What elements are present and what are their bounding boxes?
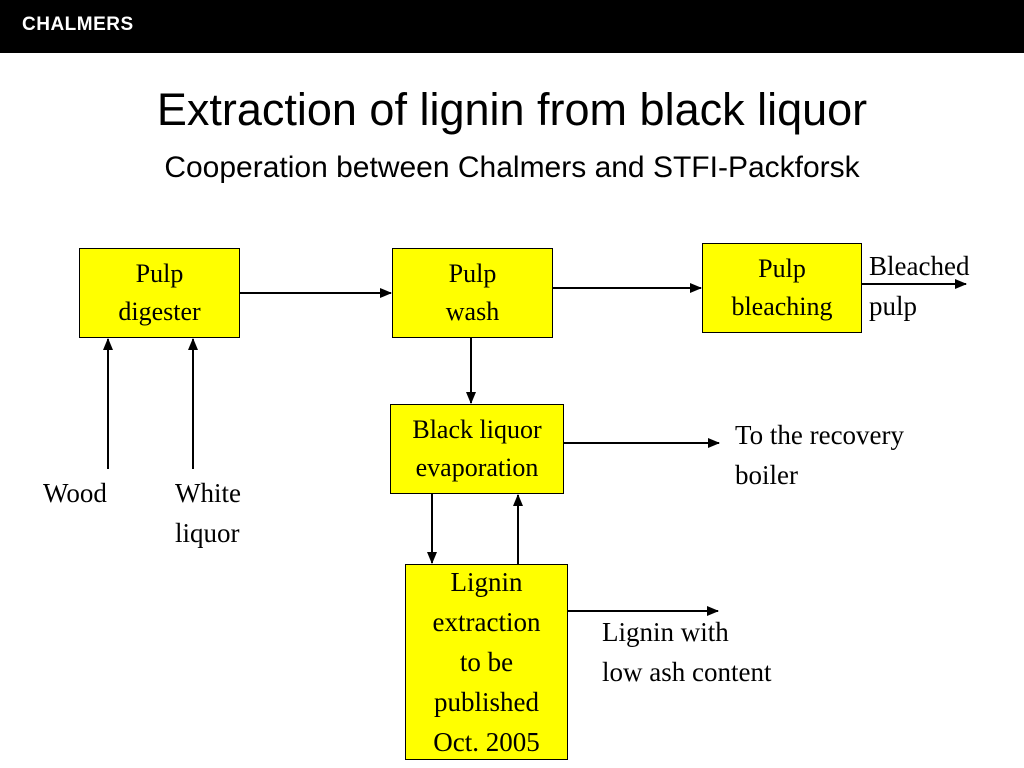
lignin-extraction-line-5: Oct. 2005 <box>433 727 540 757</box>
bleached-pulp-label: Bleached pulp <box>869 246 969 326</box>
pulp-wash-box: Pulp wash <box>392 248 553 338</box>
chalmers-logo: CHALMERS <box>22 14 134 35</box>
black-liquor-evaporation-box: Black liquor evaporation <box>390 404 564 494</box>
white-liquor-label: White liquor <box>175 473 241 553</box>
recovery-boiler-line-2: boiler <box>735 460 798 490</box>
header-bar: CHALMERS <box>0 0 1024 53</box>
pulp-wash-line-1: Pulp <box>448 259 497 288</box>
lignin-output-label: Lignin with low ash content <box>602 612 771 692</box>
pulp-digester-box: Pulp digester <box>79 248 240 338</box>
pulp-bleaching-line-1: Pulp <box>758 254 806 283</box>
page-title: Extraction of lignin from black liquor <box>156 84 868 135</box>
pulp-bleaching-line-2: bleaching <box>731 292 833 321</box>
pulp-wash-line-2: wash <box>445 297 500 326</box>
lignin-extraction-box: Lignin extraction to be published Oct. 2… <box>405 564 568 760</box>
lignin-output-line-1: Lignin with <box>602 617 729 647</box>
lignin-extraction-line-1: Lignin <box>450 567 523 597</box>
recovery-boiler-label: To the recovery boiler <box>735 415 904 495</box>
pulp-digester-line-2: digester <box>118 297 201 326</box>
pulp-bleaching-box: Pulp bleaching <box>702 243 862 333</box>
white-liquor-line-1: White <box>175 478 241 508</box>
recovery-boiler-line-1: To the recovery <box>735 420 905 450</box>
lignin-extraction-line-4: published <box>434 687 539 717</box>
bleached-pulp-line-2: pulp <box>869 291 918 321</box>
bleached-pulp-line-1: Bleached <box>869 251 970 281</box>
wood-line-1: Wood <box>43 478 107 508</box>
lignin-output-line-2: low ash content <box>602 657 772 687</box>
wood-label: Wood <box>43 473 107 513</box>
lignin-extraction-line-3: to be <box>459 647 514 677</box>
lignin-extraction-line-2: extraction <box>432 607 541 637</box>
white-liquor-line-2: liquor <box>175 518 240 548</box>
black-liquor-evaporation-line-1: Black liquor <box>412 415 542 444</box>
pulp-digester-line-1: Pulp <box>135 259 184 288</box>
black-liquor-evaporation-line-2: evaporation <box>415 453 539 482</box>
page-subtitle: Cooperation between Chalmers and STFI-Pa… <box>164 151 860 184</box>
